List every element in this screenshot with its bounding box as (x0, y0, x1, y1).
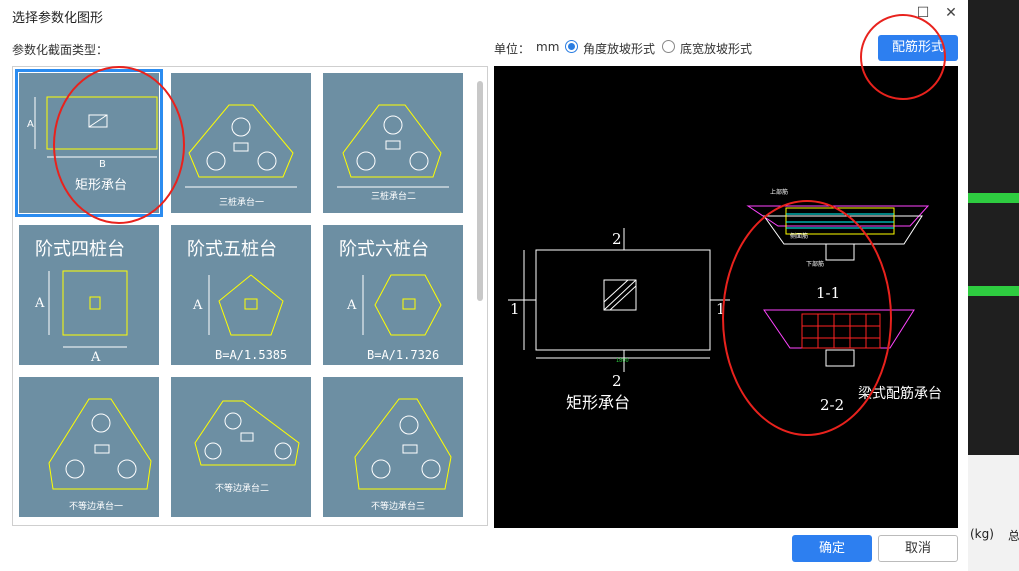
tile-label: 三桩承台二 (371, 190, 416, 202)
dim-a: A (192, 298, 203, 313)
green-bar-2 (968, 286, 1019, 296)
tile-label: 阶式五桩台 (187, 239, 277, 260)
annotation-circle-button (860, 14, 946, 100)
tile-unequal-3[interactable]: 不等边承台三 (323, 377, 463, 517)
tile-step-six-pile[interactable]: 阶式六桩台 A B=A/1.7326 (323, 225, 463, 365)
width-slope-label[interactable]: 底宽放坡形式 (680, 42, 753, 56)
tile-label: 不等边承台一 (69, 500, 123, 512)
tile-unequal-2[interactable]: 不等边承台二 (171, 377, 311, 517)
main-label: 矩形承台 (566, 393, 630, 412)
section-mark-top: 2 (612, 230, 622, 248)
angle-slope-label[interactable]: 角度放坡形式 (583, 42, 656, 56)
section-type-label: 参数化截面类型： (12, 43, 109, 57)
section-mark-bottom: 2 (612, 372, 622, 390)
three-pile-2-drawing: 三桩承台二 (337, 104, 449, 202)
plan-dim-width: 1800 (616, 358, 629, 364)
rect-dim-a: A (27, 119, 34, 130)
unequal-1-drawing: 不等边承台一 (48, 398, 152, 512)
rebar-label: 梁式配筋承台 (858, 385, 942, 402)
cancel-button[interactable]: 取消 (878, 535, 958, 562)
ok-button[interactable]: 确定 (792, 535, 872, 562)
close-icon[interactable]: ✕ (945, 5, 957, 21)
dim-b: B=A/1.5385 (215, 348, 287, 362)
step-five-pile-drawing: 阶式五桩台 A B=A/1.5385 (187, 239, 287, 362)
section-mark-left: 1 (510, 300, 520, 318)
total-header: 总 (1008, 529, 1019, 543)
tile-label: 不等边承台二 (215, 482, 269, 494)
unequal-2-drawing: 不等边承台二 (194, 400, 300, 494)
width-slope-radio[interactable] (662, 40, 675, 53)
three-pile-1-drawing: 三桩承台一 (185, 104, 297, 208)
tile-label: 阶式六桩台 (339, 239, 429, 260)
tile-step-five-pile[interactable]: 阶式五桩台 A B=A/1.5385 (171, 225, 311, 365)
tile-label: 不等边承台三 (371, 500, 425, 512)
green-bar-1 (968, 193, 1019, 203)
dim-a: A (34, 296, 45, 311)
annotation-circle-tile (53, 66, 185, 224)
kg-header: (kg) (970, 527, 994, 541)
angle-slope-radio[interactable] (565, 40, 578, 53)
unit-value: mm (536, 40, 560, 54)
annotation-circle-preview (722, 200, 892, 436)
select-parametric-shape-dialog: 选择参数化图形 ☐ ✕ 参数化截面类型： 单位： mm 角度放坡形式 底宽放坡形… (0, 0, 968, 571)
tile-label: 阶式四桩台 (35, 239, 125, 260)
dim-b: A (90, 350, 101, 365)
unequal-3-drawing: 不等边承台三 (354, 398, 452, 512)
step-four-pile-drawing: 阶式四桩台 A A (34, 239, 128, 365)
tile-three-pile-2[interactable]: 三桩承台二 (323, 73, 463, 213)
dim-b: B=A/1.7326 (367, 348, 439, 362)
unit-label: 单位： (494, 42, 531, 56)
tile-three-pile-1[interactable]: 三桩承台一 (171, 73, 311, 213)
tile-step-four-pile[interactable]: 阶式四桩台 A A (19, 225, 159, 365)
top-bar-label: 上部筋 (770, 188, 788, 196)
section-mark-right: 1 (716, 300, 726, 318)
step-six-pile-drawing: 阶式六桩台 A B=A/1.7326 (339, 239, 442, 362)
tile-unequal-1[interactable]: 不等边承台一 (19, 377, 159, 517)
gallery-scrollbar[interactable] (477, 81, 483, 301)
tile-label: 三桩承台一 (219, 196, 264, 208)
background-table: (kg) 总 (968, 455, 1019, 571)
dim-a: A (346, 298, 357, 313)
dialog-title: 选择参数化图形 (12, 11, 104, 26)
background-app-panel: (kg) 总 (968, 0, 1019, 571)
